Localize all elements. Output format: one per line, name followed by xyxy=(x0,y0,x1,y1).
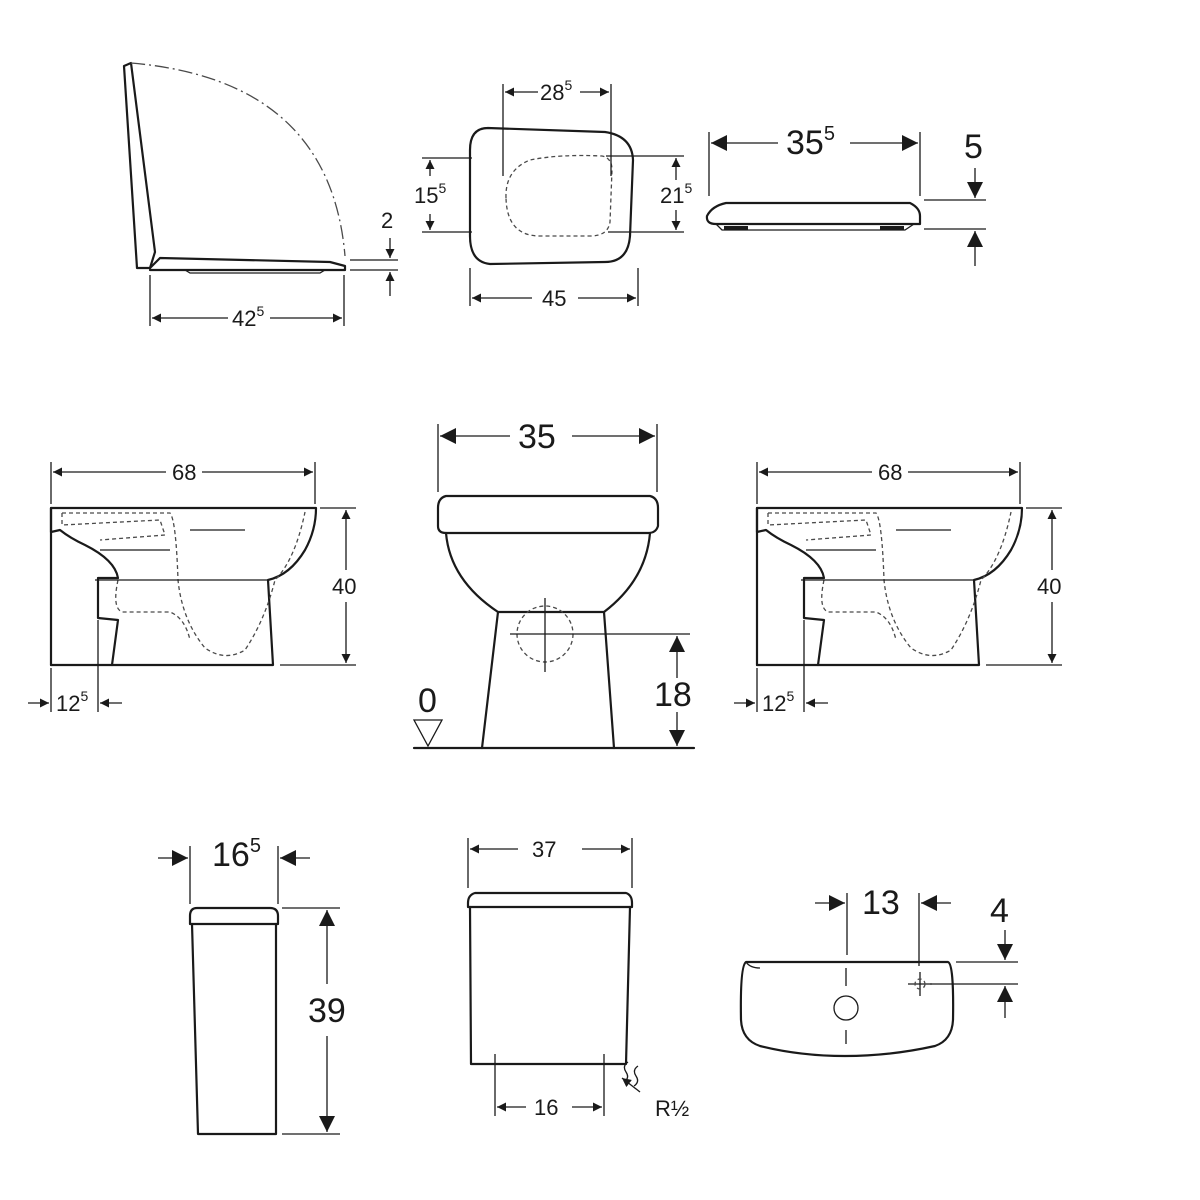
floor-level-label: 0 xyxy=(418,682,437,720)
svg-text:355: 355 xyxy=(786,123,835,162)
cistern-front-inlet-label: 16 xyxy=(534,1095,558,1120)
seat-top-left-height-sup: 5 xyxy=(438,180,446,196)
seat-side-depth-label: 42 xyxy=(232,306,256,331)
bowl-right-outlet-sup: 5 xyxy=(786,688,794,704)
bowl-left-side-view: 68 40 125 xyxy=(28,460,356,716)
svg-text:285: 285 xyxy=(540,77,572,105)
bowl-right-length-label: 68 xyxy=(878,460,902,485)
seat-top-right-height-sup: 5 xyxy=(684,180,692,196)
svg-text:155: 155 xyxy=(414,180,446,208)
bowl-right-outlet-label: 12 xyxy=(762,691,786,716)
bowl-left-length-label: 68 xyxy=(172,460,196,485)
cistern-top-hole-offset-label: 4 xyxy=(990,892,1009,930)
cistern-inlet-thread-label: R½ xyxy=(655,1096,689,1121)
seat-top-inner-width-label: 28 xyxy=(540,80,564,105)
cistern-front-width-label: 37 xyxy=(532,837,556,862)
seat-front-width-sup: 5 xyxy=(824,123,835,145)
bowl-front-outlet-height-label: 18 xyxy=(654,676,692,714)
seat-side-view: 425 2 xyxy=(122,61,398,331)
seat-top-right-height-label: 21 xyxy=(660,183,684,208)
seat-top-length-label: 45 xyxy=(542,286,566,311)
cistern-front-view: 37 16 R½ xyxy=(466,837,689,1121)
bowl-front-width-label: 35 xyxy=(518,418,556,456)
seat-side-gap-label: 2 xyxy=(381,208,393,233)
cistern-side-depth-label: 16 xyxy=(212,836,250,874)
seat-top-view: 285 155 215 45 xyxy=(414,77,692,311)
cistern-side-view: 165 39 xyxy=(158,835,346,1136)
svg-text:215: 215 xyxy=(660,180,692,208)
seat-top-left-height-label: 15 xyxy=(414,183,438,208)
bowl-left-outlet-sup: 5 xyxy=(80,688,88,704)
cistern-top-hole-spacing-label: 13 xyxy=(862,884,900,922)
svg-text:425: 425 xyxy=(232,303,264,331)
cistern-top-view: 13 4 xyxy=(739,884,1018,1058)
svg-text:125: 125 xyxy=(762,688,794,716)
seat-side-depth-sup: 5 xyxy=(256,303,264,319)
seat-top-inner-width-sup: 5 xyxy=(564,77,572,93)
bowl-left-height-label: 40 xyxy=(332,574,356,599)
bowl-right-side-view: 68 40 125 xyxy=(734,460,1062,716)
svg-text:125: 125 xyxy=(56,688,88,716)
bowl-right-height-label: 40 xyxy=(1037,574,1061,599)
seat-front-view: 355 5 xyxy=(705,123,986,266)
seat-front-width-label: 35 xyxy=(786,124,824,162)
bowl-front-view: 35 18 0 xyxy=(412,418,696,750)
cistern-side-depth-sup: 5 xyxy=(250,835,261,857)
seat-front-height-label: 5 xyxy=(964,128,983,166)
bowl-left-outlet-label: 12 xyxy=(56,691,80,716)
water-inlet-icon xyxy=(623,1061,639,1087)
cistern-side-height-label: 39 xyxy=(308,992,346,1030)
svg-text:165: 165 xyxy=(212,835,261,874)
